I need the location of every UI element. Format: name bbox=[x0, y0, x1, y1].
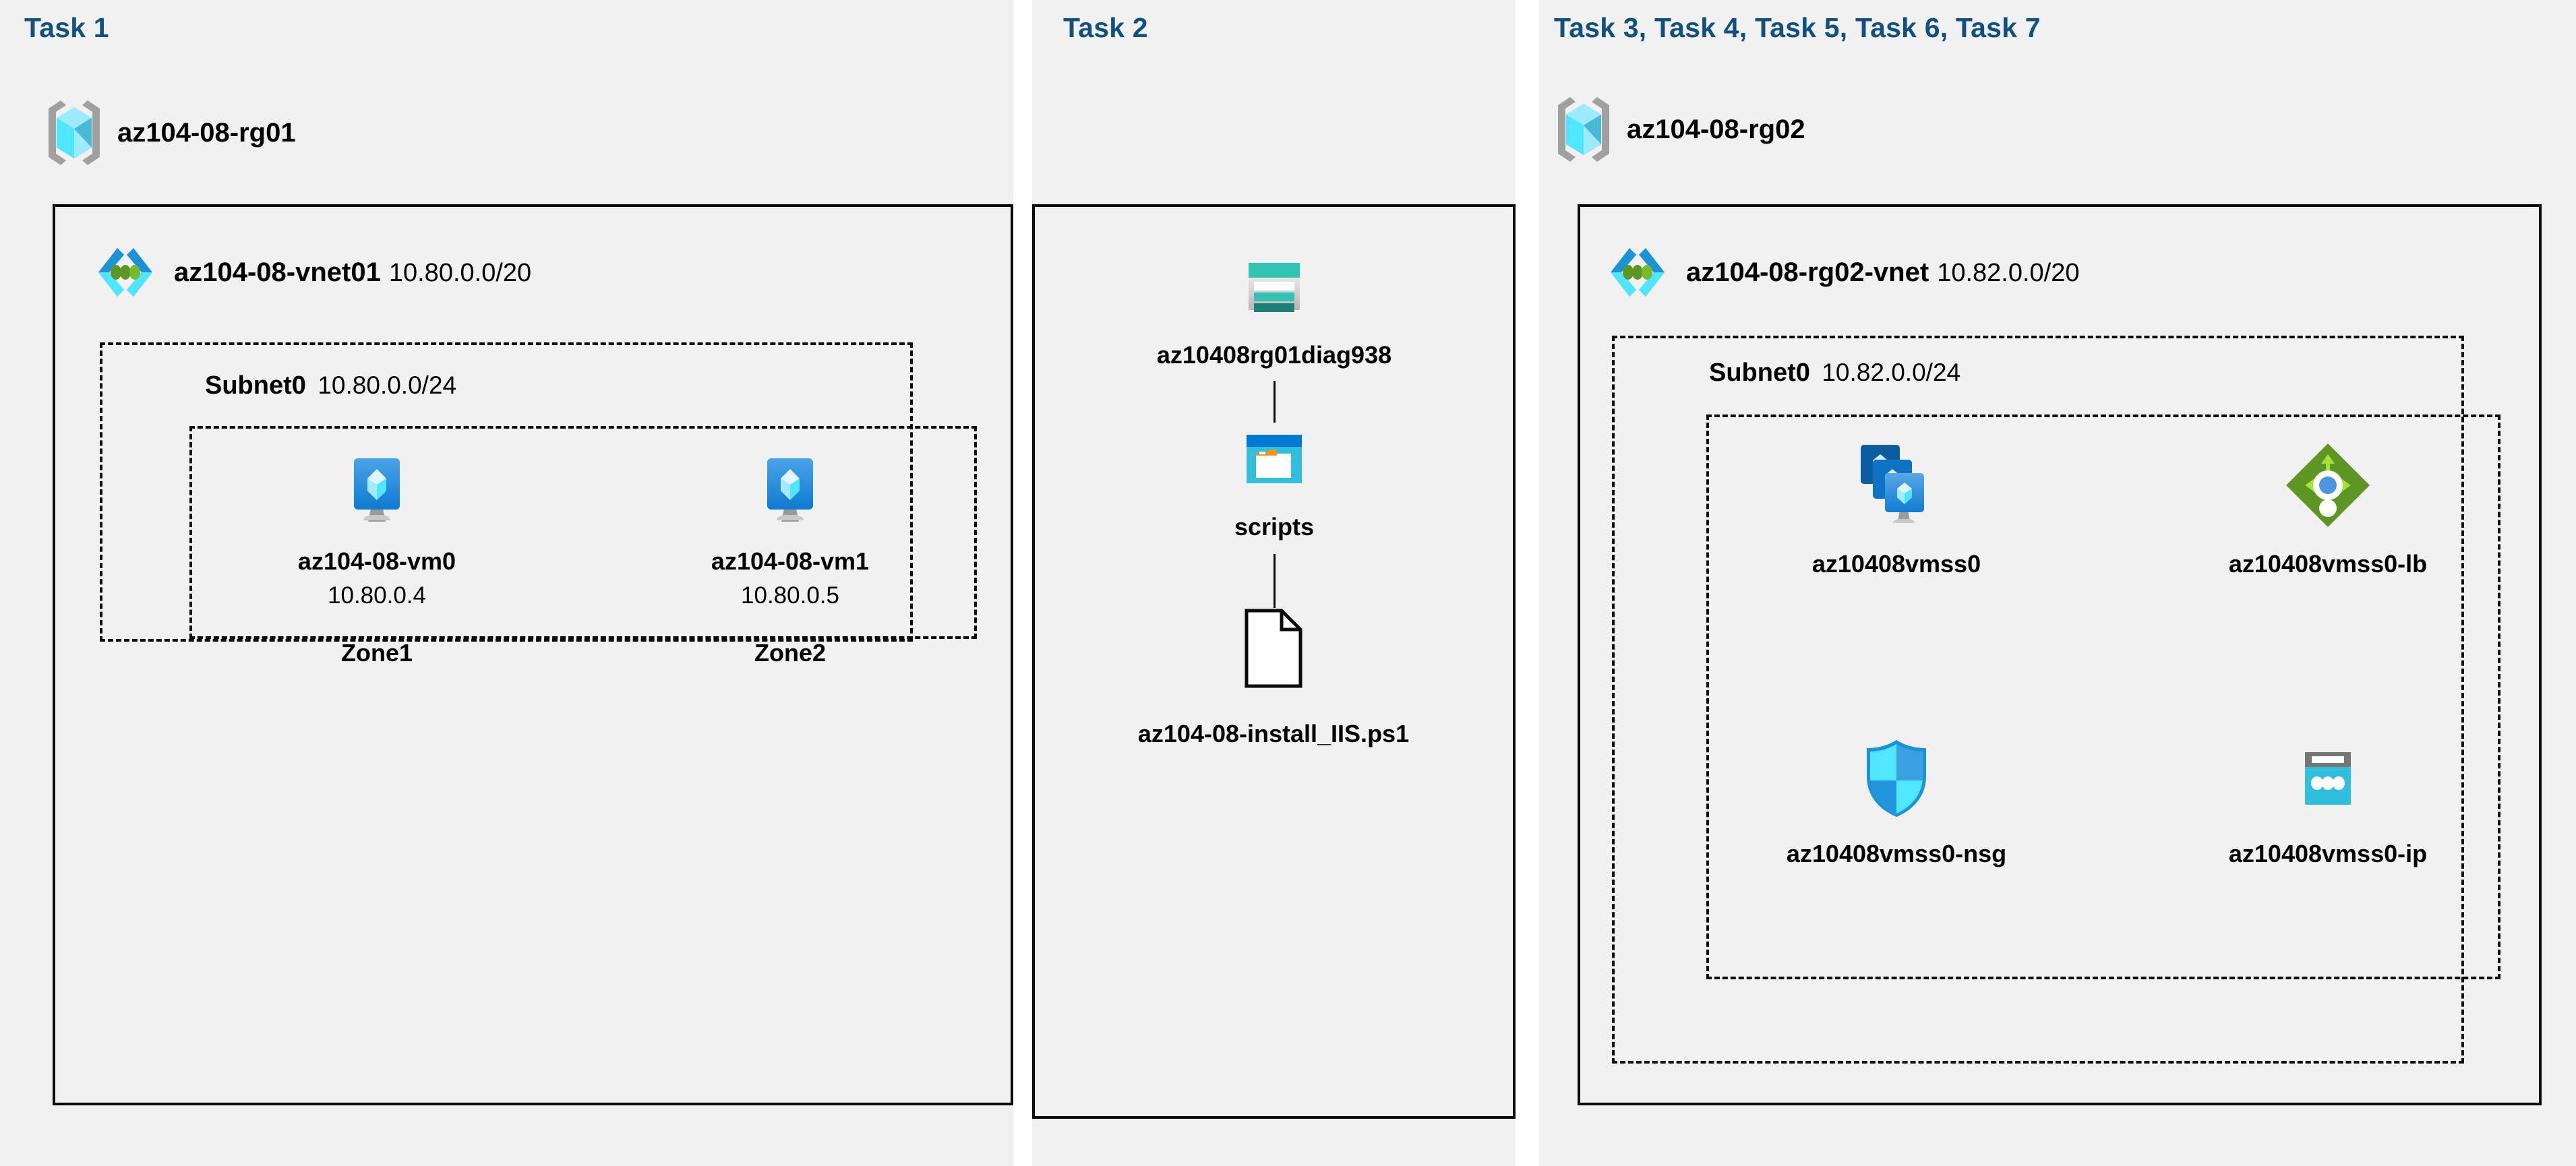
resource-group-label: az104-08-rg01 bbox=[117, 117, 296, 148]
task1-resource-group: az104-08-rg01 bbox=[46, 98, 296, 168]
task1-subnet-box bbox=[100, 342, 913, 642]
virtual-network-icon bbox=[94, 241, 156, 303]
task1-vm0-zone: Zone1 bbox=[340, 639, 413, 667]
task3to7-vmss-name: az10408vmss0 bbox=[1811, 550, 1981, 578]
vm-scale-set-icon bbox=[1846, 438, 1947, 532]
resource-group-icon bbox=[46, 98, 102, 168]
task3to7-nsg-name: az10408vmss0-nsg bbox=[1786, 840, 2007, 867]
task2-header: Task 2 bbox=[1063, 12, 1148, 43]
task3to7-vmss-node: az10408vmss0 bbox=[1789, 438, 2004, 578]
task1-subnet-header: Subnet0 10.80.0.0/24 bbox=[205, 371, 456, 400]
task1-vm0-ip: 10.80.0.4 bbox=[328, 582, 426, 609]
task3to7-lb-node: az10408vmss0-lb bbox=[2213, 438, 2443, 578]
network-security-group-icon bbox=[1856, 735, 1937, 822]
connector-container-to-file bbox=[1274, 554, 1276, 608]
task1-vnet-cidr: 10.80.0.0/20 bbox=[388, 258, 532, 287]
task3to7-lb-name: az10408vmss0-lb bbox=[2228, 550, 2428, 578]
storage-account-icon bbox=[1237, 249, 1311, 324]
resource-group-label: az104-08-rg02 bbox=[1627, 114, 1805, 144]
task2-file-node: az104-08-install_IIS.ps1 bbox=[1138, 607, 1409, 748]
task1-vnet-box bbox=[53, 204, 1013, 1105]
task1-zones-box bbox=[189, 426, 977, 639]
task1-vm1-node: az104-08-vm1 10.80.0.5 Zone2 bbox=[711, 449, 869, 667]
connector-storage-to-container bbox=[1274, 381, 1276, 423]
resource-group-icon bbox=[1555, 94, 1612, 164]
task1-subnet-cidr: 10.80.0.0/24 bbox=[318, 371, 457, 399]
task1-vm1-name: az104-08-vm1 bbox=[711, 547, 870, 575]
virtual-machine-icon bbox=[750, 449, 831, 530]
task1-header: Task 1 bbox=[24, 12, 109, 43]
load-balancer-icon bbox=[2281, 438, 2375, 532]
task2-file-name: az104-08-install_IIS.ps1 bbox=[1137, 720, 1410, 747]
task3to7-ip-node: az10408vmss0-ip bbox=[2220, 741, 2436, 868]
task3to7-vnet-box bbox=[1578, 204, 2542, 1105]
blob-container-icon bbox=[1237, 421, 1311, 495]
task2-container-name: scripts bbox=[1234, 513, 1315, 541]
virtual-network-icon bbox=[1607, 241, 1669, 303]
task3to7-header: Task 3, Task 4, Task 5, Task 6, Task 7 bbox=[1554, 12, 2041, 43]
task1-vm0-name: az104-08-vm0 bbox=[297, 547, 456, 575]
public-ip-address-icon bbox=[2287, 741, 2368, 822]
task3to7-ip-name: az10408vmss0-ip bbox=[2228, 840, 2428, 867]
task3to7-subnet-header: Subnet0 10.82.0.0/24 bbox=[1709, 359, 1960, 388]
task1-vnet-header: az104-08-vnet01 10.80.0.0/20 bbox=[94, 241, 531, 303]
task1-vm1-zone: Zone2 bbox=[754, 639, 826, 667]
task3to7-resource-group: az104-08-rg02 bbox=[1555, 94, 1805, 164]
task3to7-vnet-name: az104-08-rg02-vnet bbox=[1686, 257, 1929, 287]
task3to7-subnet-cidr: 10.82.0.0/24 bbox=[1822, 359, 1961, 386]
task2-container-box bbox=[1032, 204, 1516, 1119]
task1-panel: Task 1 az104-08-rg01 bbox=[0, 0, 1013, 1166]
task3to7-subnet-box bbox=[1612, 336, 2464, 1064]
task3to7-resources-box bbox=[1706, 415, 2500, 979]
task1-vm1-ip: 10.80.0.5 bbox=[741, 582, 839, 609]
task2-storage-node: az10408rg01diag938 bbox=[1157, 249, 1391, 369]
task3to7-subnet-name: Subnet0 bbox=[1709, 359, 1810, 387]
task3to7-panel: Task 3, Task 4, Task 5, Task 6, Task 7 a… bbox=[1539, 0, 2576, 1166]
task3to7-vnet-header: az104-08-rg02-vnet 10.82.0.0/20 bbox=[1607, 241, 2080, 303]
file-icon bbox=[1241, 607, 1306, 690]
virtual-machine-icon bbox=[336, 449, 417, 530]
task3to7-nsg-node: az10408vmss0-nsg bbox=[1768, 735, 2025, 868]
task1-vm0-node: az104-08-vm0 10.80.0.4 Zone1 bbox=[298, 449, 456, 667]
task2-container-node: scripts bbox=[1226, 421, 1322, 541]
task1-vnet-name: az104-08-vnet01 bbox=[174, 257, 381, 287]
task1-subnet-name: Subnet0 bbox=[205, 371, 306, 400]
task2-storage-name: az10408rg01diag938 bbox=[1156, 341, 1392, 369]
task3to7-vnet-cidr: 10.82.0.0/20 bbox=[1937, 258, 2080, 287]
task2-panel: Task 2 az10408rg01diag938 bbox=[1032, 0, 1516, 1166]
